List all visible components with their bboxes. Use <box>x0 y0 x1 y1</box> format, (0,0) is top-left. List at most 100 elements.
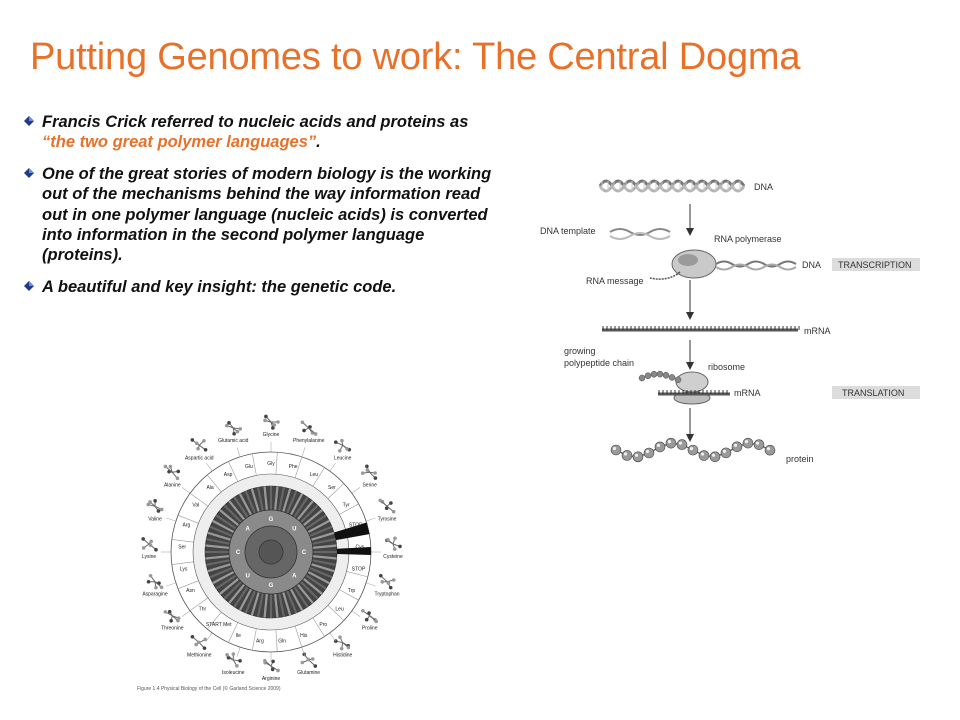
codon-ring-label: Asp <box>224 472 233 478</box>
bullet-diamond-icon <box>24 280 34 291</box>
codon-ring-label: STOP <box>352 567 366 573</box>
codon-ring-label: His <box>300 633 308 639</box>
label-mrna-1: mRNA <box>804 326 831 336</box>
amino-acid-molecule: Threonine <box>161 609 191 632</box>
label-dna-top: DNA <box>754 182 773 192</box>
label-transcription: TRANSCRIPTION <box>838 260 912 270</box>
mrna-strand-2 <box>658 390 730 396</box>
base-label: C <box>302 550 307 556</box>
label-growing-chain-line2: polypeptide chain <box>564 358 634 368</box>
codon-ring-label: Lys <box>180 567 188 573</box>
codon-ring-label: Trp <box>348 588 356 594</box>
amino-acid-molecule: Asparagine <box>142 573 176 598</box>
amino-acid-molecule: Lysine <box>141 537 171 560</box>
base-label: A <box>245 527 250 533</box>
amino-acid-label: Serine <box>362 482 377 488</box>
amino-acid-label: Asparagine <box>142 592 168 598</box>
amino-acid-label: Leucine <box>334 455 352 461</box>
codon-ring-label: Ser <box>178 544 186 550</box>
amino-acid-molecule: Phenylalanine <box>293 420 325 457</box>
transcription-badge <box>832 258 920 271</box>
amino-acid-label: Proline <box>362 626 378 632</box>
base-label: U <box>245 573 249 579</box>
amino-acid-label: Lysine <box>142 554 156 560</box>
base-label: A <box>292 573 297 579</box>
label-dna-right: DNA <box>802 260 821 270</box>
amino-acid-label: Valine <box>148 516 162 522</box>
base-label: C <box>236 550 241 556</box>
amino-acid-label: Isoleucine <box>222 670 245 676</box>
amino-acid-label: Tryptophan <box>374 592 399 598</box>
bullet-list: Francis Crick referred to nucleic acids … <box>22 112 492 308</box>
amino-acid-label: Glutamic acid <box>218 438 249 444</box>
codon-ring-label: Gly <box>267 461 275 467</box>
base-label: U <box>292 527 296 533</box>
amino-acid-molecule: Leucine <box>329 438 352 472</box>
dna-template-strand <box>609 228 671 240</box>
codon-ring-label: Cys <box>356 544 365 550</box>
amino-acid-molecule: Aspartic acid <box>185 438 214 472</box>
codon-ring-label: STOP <box>349 522 363 528</box>
base-label: G <box>269 583 274 589</box>
amino-acid-molecule: Histidine <box>329 632 353 659</box>
bullet-text: One of the great stories of modern biolo… <box>42 164 492 265</box>
bullet-diamond-icon <box>24 167 34 178</box>
bullet-item: Francis Crick referred to nucleic acids … <box>22 112 492 153</box>
code-wheel-molecules: GlycinePhenylalanineLeucineSerineTyrosin… <box>141 414 403 682</box>
rna-polymerase-icon <box>671 249 797 279</box>
genetic-code-wheel-figure: GlycinePhenylalanineLeucineSerineTyrosin… <box>141 414 403 682</box>
base-label: G <box>269 517 274 523</box>
amino-acid-label: Tyrosine <box>378 516 397 522</box>
ribosome-icon <box>673 371 711 405</box>
dna-double-helix <box>598 179 746 193</box>
amino-acid-label: Aspartic acid <box>185 455 214 461</box>
bullet-text-end: . <box>316 133 321 152</box>
codon-ring-label: Tyr <box>343 502 350 508</box>
label-ribosome: ribosome <box>708 362 745 372</box>
label-mrna-2: mRNA <box>734 388 761 398</box>
amino-acid-molecule: Glycine <box>263 414 280 452</box>
bullet-text: A beautiful and key insight: the genetic… <box>42 277 397 296</box>
amino-acid-molecule: Valine <box>146 499 176 522</box>
amino-acid-molecule: Tyrosine <box>366 498 397 522</box>
amino-acid-label: Arginine <box>262 676 281 682</box>
bullet-text: Francis Crick referred to nucleic acids … <box>42 113 469 131</box>
label-rna-message: RNA message <box>586 276 644 286</box>
label-rna-polymerase: RNA polymerase <box>714 234 782 244</box>
amino-acid-label: Histidine <box>333 653 352 659</box>
figure-caption: Figure 1.4 Physical Biology of the Cell … <box>137 686 281 692</box>
amino-acid-label: Alanine <box>164 482 181 488</box>
codon-ring-label: Ser <box>328 485 336 491</box>
codon-ring-label: Asn <box>186 588 195 594</box>
codon-ring-label: Gln <box>278 638 286 644</box>
amino-acid-molecule: Methionine <box>187 632 213 659</box>
codon-ring-label: Phe <box>289 464 298 470</box>
amino-acid-molecule: Proline <box>351 608 379 632</box>
slide-title: Putting Genomes to work: The Central Dog… <box>30 36 801 78</box>
codon-ring-label: Ala <box>206 485 213 491</box>
codon-ring-label: Ile <box>236 633 242 639</box>
label-protein: protein <box>786 454 814 464</box>
codon-ring-label: Leu <box>310 472 319 478</box>
amino-acid-molecule: Glutamic acid <box>218 421 249 457</box>
amino-acid-molecule: Arginine <box>262 652 281 682</box>
mrna-strand <box>602 326 800 332</box>
code-wheel-rings <box>170 451 372 653</box>
amino-acid-label: Cysteine <box>383 554 403 560</box>
codon-ring-label: Pro <box>319 622 327 628</box>
central-dogma-diagram: DNA DNA template RNA polymerase DNA RNA … <box>540 179 920 464</box>
codon-ring-label: Leu <box>335 607 344 613</box>
bullet-diamond-icon <box>24 116 34 126</box>
label-growing-chain-line1: growing <box>564 346 596 356</box>
amino-acid-label: Phenylalanine <box>293 438 325 444</box>
codon-ring-label: Arg <box>256 638 264 644</box>
codon-ring-label: Val <box>192 502 199 508</box>
bullet-item: A beautiful and key insight: the genetic… <box>22 277 492 297</box>
bullet-highlight: “the two great polymer languages” <box>42 133 317 152</box>
codon-ring-label: Thr <box>199 607 207 613</box>
amino-acid-label: Glycine <box>263 432 280 438</box>
amino-acid-molecule: Tryptophan <box>366 573 400 598</box>
codon-ring-label: START Met <box>206 622 232 628</box>
amino-acid-molecule: Serine <box>351 464 378 494</box>
